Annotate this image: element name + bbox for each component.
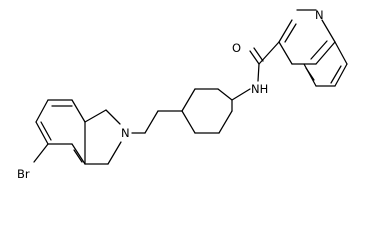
bond (33, 143, 49, 163)
atom-label-carbonyl-oxygen: O (232, 41, 241, 55)
bond (35, 99, 49, 123)
structure-canvas: N O NH N Br (0, 0, 368, 193)
atom-label-quinoline-nitrogen: N (315, 8, 324, 22)
background (0, 0, 368, 193)
atom-label-amide-nitrogen: NH (251, 82, 268, 96)
bond (315, 41, 336, 65)
bond (231, 88, 251, 101)
bond (35, 121, 49, 145)
bond (84, 109, 107, 123)
bond (73, 149, 83, 163)
bond (310, 40, 328, 60)
bond (249, 50, 260, 65)
bond (257, 63, 260, 82)
bond (217, 88, 233, 101)
bond (305, 67, 315, 81)
bond-lines (33, 9, 348, 165)
bond (253, 47, 264, 62)
bond (278, 41, 293, 65)
bond (181, 88, 196, 112)
bond (107, 141, 122, 165)
bond (284, 23, 297, 43)
bond (334, 63, 348, 87)
bond (334, 41, 348, 65)
molecule-drawing: N O NH N Br (0, 0, 368, 193)
atom-labels: N O NH N Br (17, 8, 324, 181)
bond (71, 99, 86, 123)
atom-label-isoquinoline-nitrogen: N (121, 126, 130, 140)
bond (321, 19, 336, 43)
bond (181, 110, 196, 134)
bond (40, 121, 52, 141)
bond (105, 109, 121, 125)
bond (278, 19, 293, 43)
bond (71, 143, 86, 165)
bond (218, 110, 233, 134)
bond (144, 110, 159, 134)
atom-label-bromine: Br (17, 167, 30, 181)
bond (330, 65, 342, 84)
